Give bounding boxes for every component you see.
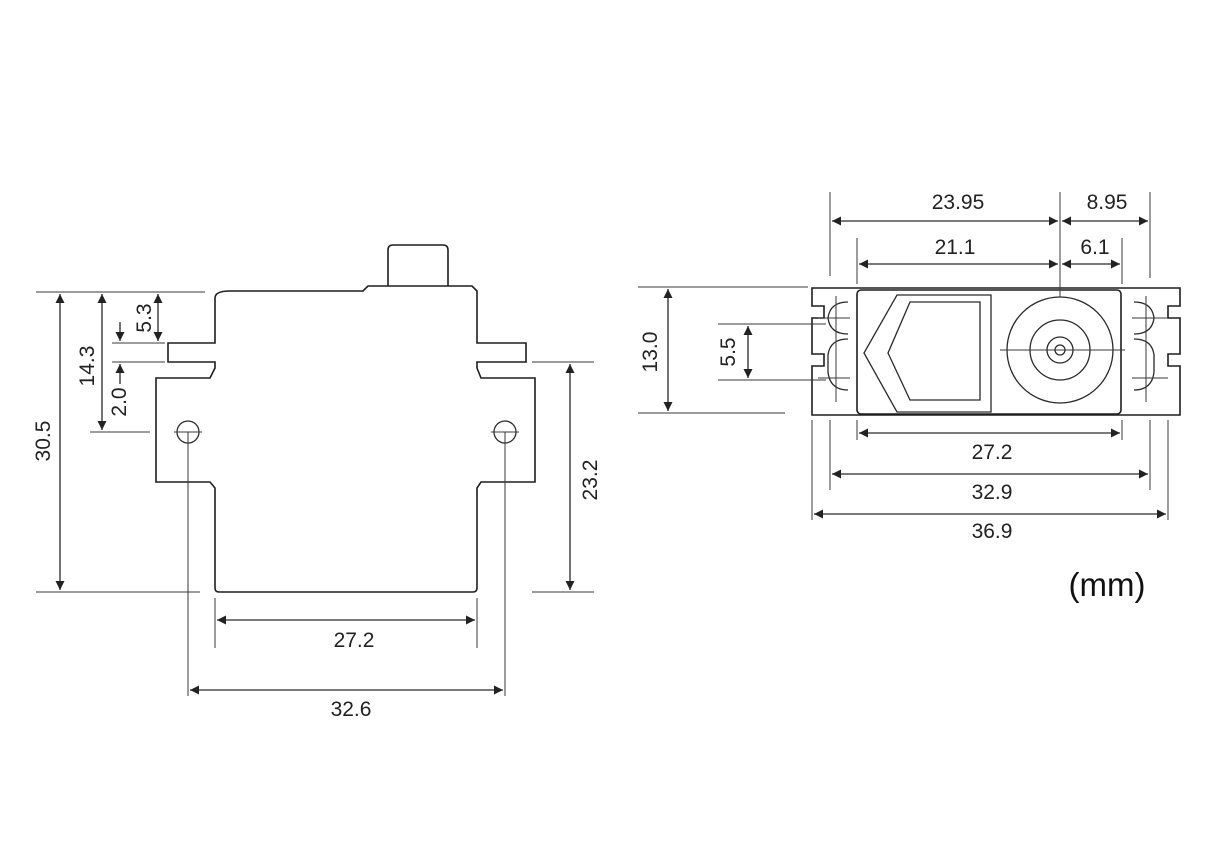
dim-overall-length: 36.9 [972, 520, 1013, 543]
dim-body-width: 27.2 [334, 629, 375, 652]
case-label-recess [887, 301, 981, 401]
case-chevron-outline [863, 294, 992, 413]
dim-flange-hole-spacing: 32.9 [972, 481, 1013, 504]
dim-axis-offset-inner: 21.1 [935, 236, 976, 259]
unit-label: (mm) [1069, 566, 1146, 603]
side-view: 30.5 14.3 5.3 2.0 23.2 27.2 32.6 [32, 244, 602, 721]
dim-hole-spacing: 32.6 [331, 698, 372, 721]
dim-axis-offset-tail: 8.95 [1087, 191, 1128, 214]
dim-height-upper: 14.3 [76, 346, 99, 387]
dim-axis-to-end: 6.1 [1080, 236, 1109, 259]
flange-slots-right [1132, 296, 1168, 402]
dim-body-length: 27.2 [972, 441, 1013, 464]
dim-depth: 13.0 [639, 332, 662, 373]
flange-slots-left [818, 296, 850, 402]
dim-height-total: 30.5 [32, 421, 55, 462]
dim-hole-pitch: 5.5 [717, 337, 740, 366]
dim-top-offset: 5.3 [133, 303, 156, 332]
servo-body-outline [155, 285, 536, 593]
output-shaft-stub [387, 244, 449, 286]
dim-tab-thickness: 2.0 [108, 387, 131, 416]
dim-tab-height: 23.2 [579, 460, 602, 501]
dim-axis-offset-outer: 23.95 [932, 191, 985, 214]
top-view: 23.95 8.95 21.1 6.1 13.0 5.5 27.2 32.9 3… [638, 191, 1181, 543]
servo-case-top [856, 289, 1122, 415]
